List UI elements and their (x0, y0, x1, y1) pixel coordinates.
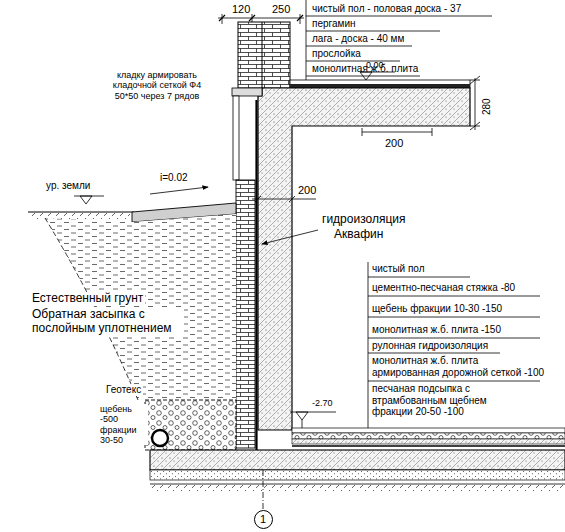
axis-number: 1 (260, 514, 266, 525)
layer-spec: цементно-песчаная стяжка -80 (372, 282, 515, 294)
geotextile-label: Геотекс (104, 384, 143, 396)
soil-label: Естественный грунт (30, 292, 145, 306)
masonry-note: кладку армировать кладочной сеткой Ф4 50… (106, 70, 208, 101)
layer-spec: щебень фракции 10-30 -150 (372, 303, 502, 315)
layer-spec: пергамин (312, 18, 356, 30)
axis-marker: 1 (254, 510, 273, 529)
level-mark: -2.70 (310, 398, 335, 408)
layer-spec: чистый пол - половая доска - 37 (312, 3, 461, 15)
dimension-text: 280 (481, 98, 493, 115)
level-mark: 0.00 (366, 60, 384, 70)
gravel-label: щебень -500 фракции 30-50 (98, 404, 148, 445)
dimension-text: 200 (296, 184, 318, 197)
layer-spec: песчаная подсыпка с втрамбованным щебнем… (372, 383, 522, 418)
ground-level-label: ур. земли (46, 180, 90, 192)
layer-spec: монолитная ж.б. плита -150 (372, 324, 501, 336)
dimension-text: 250 (272, 3, 290, 16)
layer-spec: лага - доска - 40 мм (312, 33, 404, 45)
layer-spec: чистый пол (372, 263, 425, 275)
dimension-text: 200 (385, 137, 403, 150)
dimension-text: 120 (232, 3, 250, 16)
waterproofing-label: Аквафин (332, 228, 385, 242)
layer-spec: прослойка (312, 48, 361, 60)
waterproofing-label: гидроизоляция (320, 213, 407, 227)
layer-spec: рулонная гидроизоляция (372, 340, 488, 352)
layer-spec: монолитная ж.б. плита армированная дорож… (372, 355, 548, 378)
layer-spec: монолитная ж.б. плита (312, 63, 418, 75)
backfill-label: Обратная засыпка с послойным уплотнением (30, 308, 184, 336)
slope-label: i=0.02 (160, 172, 188, 184)
